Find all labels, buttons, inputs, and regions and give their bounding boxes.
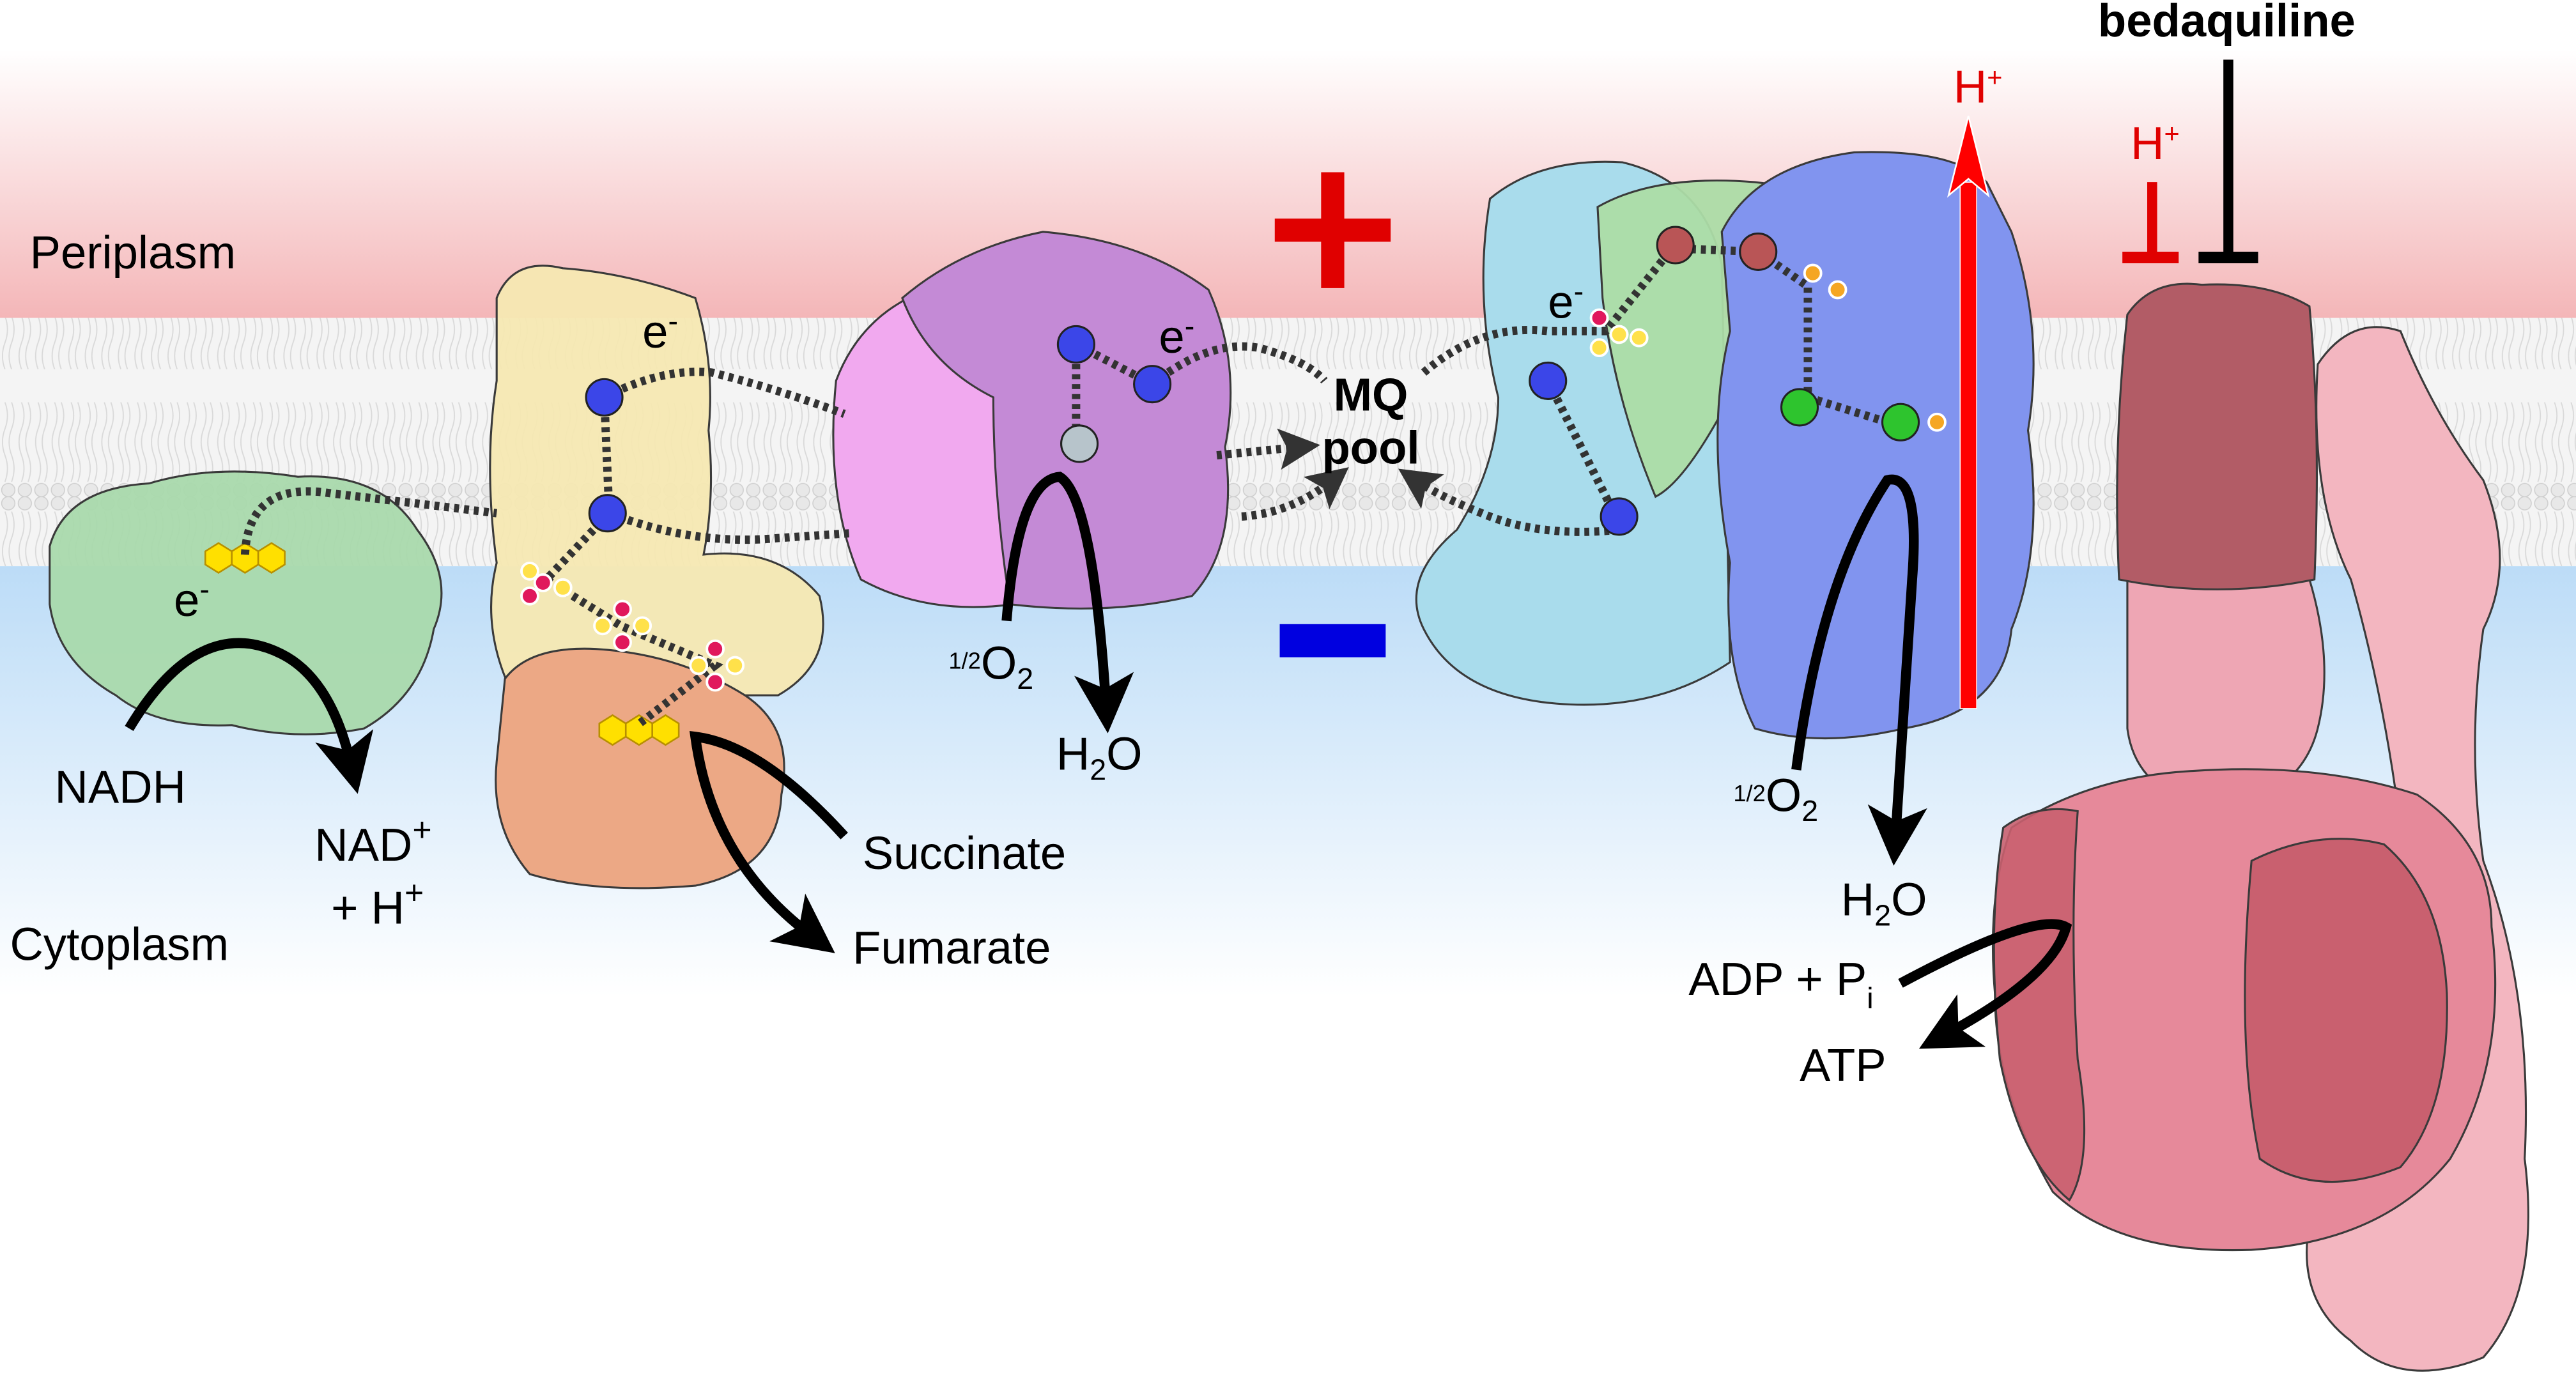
bedaquiline-label: bedaquiline xyxy=(2098,0,2356,47)
mq-pool-label-line2: pool xyxy=(1322,422,1420,473)
periplasm-label: Periplasm xyxy=(30,227,236,279)
fad-cofactor-icon xyxy=(204,542,286,574)
fumarate-label: Fumarate xyxy=(852,922,1051,974)
proton-inhibition-icon xyxy=(2122,182,2179,264)
nadh-reaction-arrow xyxy=(125,638,374,794)
electron-label: e- xyxy=(1159,309,1194,363)
aa3-water-label: H2O xyxy=(1841,874,1927,932)
positive-charge-icon xyxy=(1274,172,1391,288)
aa3-oxidase-subunit xyxy=(1716,151,2035,740)
adp-pi-label: ADP + Pi xyxy=(1688,953,1873,1015)
mq-flow xyxy=(1216,428,1320,470)
bd-water-label: H2O xyxy=(1056,728,1143,787)
atp-synthase-f1-dark-subunit xyxy=(2244,838,2448,1183)
nadh-label: NADH xyxy=(54,762,185,813)
bd-oxygen-reduction-arrow xyxy=(1001,472,1134,734)
electron-label: e- xyxy=(174,573,210,626)
mq-pool-label-line1: MQ xyxy=(1334,369,1408,421)
bd-oxidase-right xyxy=(901,231,1232,610)
bedaquiline-inhibition-icon xyxy=(2198,59,2258,264)
electron-path xyxy=(1150,342,1328,388)
cytoplasm-label: Cytoplasm xyxy=(10,919,229,971)
electron-path xyxy=(602,367,846,418)
succinate-reaction-arrow xyxy=(690,730,848,953)
aa3-oxygen-label: 1/2O2 xyxy=(1733,770,1818,828)
nad-label: NAD+ xyxy=(314,811,431,871)
sdh-membrane-subunit xyxy=(489,265,824,696)
aa3-oxygen-reduction-arrow xyxy=(1791,474,1927,866)
electron-path xyxy=(1544,379,1618,516)
sdh-catalytic-subunit xyxy=(495,647,785,889)
iron-sulfur-clusters xyxy=(520,263,1947,692)
mq-flow xyxy=(1398,468,1620,536)
ndh2-protein xyxy=(49,470,443,735)
proton-pumping-arrow xyxy=(1947,116,1990,709)
atp-synthase-c-ring xyxy=(2116,282,2318,590)
atp-synthesis-arrow xyxy=(1898,919,2072,1049)
succinate-label: Succinate xyxy=(863,827,1066,879)
atp-synthase-proton-label: H+ xyxy=(2131,118,2180,169)
electron-path xyxy=(608,509,853,544)
heme-cofactors xyxy=(585,226,1920,536)
proton-product-label: + H+ xyxy=(331,874,424,934)
periplasm-region xyxy=(0,49,2576,318)
electron-path xyxy=(240,487,497,555)
atp-synthase-f1-left-subunit xyxy=(1993,808,2086,1202)
negative-charge-icon xyxy=(1279,624,1386,657)
atp-label: ATP xyxy=(1800,1040,1886,1091)
mq-flow xyxy=(1241,467,1349,521)
electron-label: e- xyxy=(642,304,678,358)
electron-path xyxy=(539,397,723,728)
bd-oxygen-label: 1/2O2 xyxy=(948,637,1033,695)
electron-label: e- xyxy=(1548,275,1584,328)
pumped-proton-label: H+ xyxy=(1954,61,2003,113)
